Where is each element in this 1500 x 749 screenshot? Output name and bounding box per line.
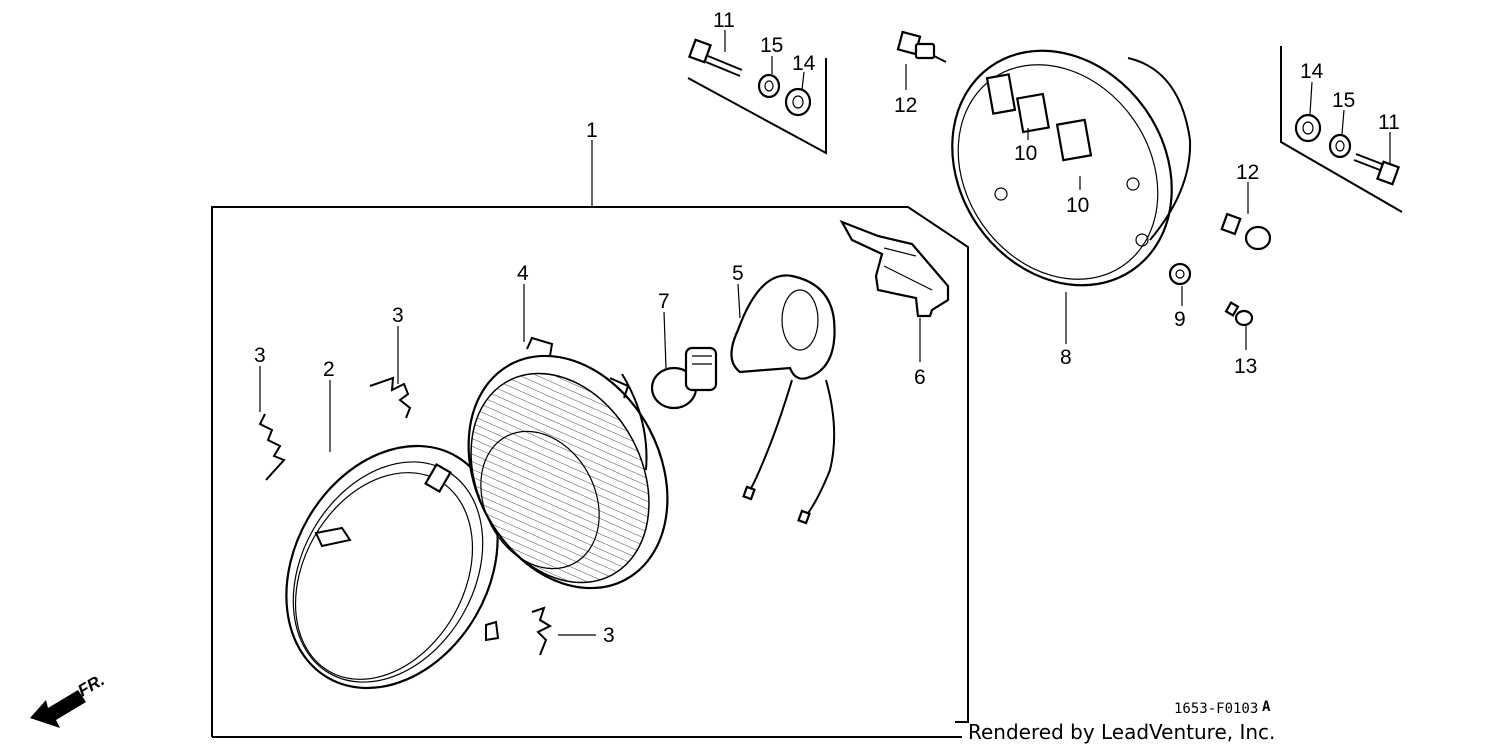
lock-washer-right bbox=[1328, 133, 1352, 159]
diagram-reference-code: 1653-F0103 bbox=[1174, 701, 1258, 717]
small-screw bbox=[1224, 301, 1254, 327]
hex-bolt-right bbox=[1353, 153, 1401, 186]
callout-part-8: 8 bbox=[1060, 346, 1072, 369]
callout-part-15-left: 15 bbox=[760, 34, 783, 57]
hardware-panel-right bbox=[1280, 46, 1403, 213]
callout-part-7: 7 bbox=[658, 290, 670, 313]
callout-part-11-right: 11 bbox=[1378, 111, 1400, 134]
plain-washer-left bbox=[784, 87, 812, 117]
callout-part-10-lower: 10 bbox=[1066, 194, 1089, 217]
callout-part-3-left: 3 bbox=[254, 344, 266, 367]
callout-part-2: 2 bbox=[323, 358, 335, 381]
diagram-reference-suffix: A bbox=[1262, 699, 1271, 715]
hex-bolt-left bbox=[687, 38, 743, 77]
hardware-panel-left bbox=[687, 58, 827, 155]
front-arrow-icon bbox=[30, 690, 86, 728]
front-direction-indicator: FR. bbox=[30, 670, 108, 728]
headlight-case bbox=[951, 49, 1192, 287]
callout-part-14-right: 14 bbox=[1300, 60, 1324, 83]
callout-part-3-top: 3 bbox=[392, 304, 404, 327]
callout-part-12-top: 12 bbox=[894, 94, 917, 117]
callout-part-12-side: 12 bbox=[1236, 161, 1259, 184]
flange-bolt-side bbox=[1220, 212, 1272, 251]
callout-part-15-right: 15 bbox=[1332, 89, 1355, 112]
headlight-rim bbox=[285, 444, 500, 690]
bulb-socket bbox=[730, 274, 836, 525]
rim-spring-bottom bbox=[531, 606, 553, 656]
leader-lines bbox=[259, 30, 1391, 636]
rim-spring-left bbox=[258, 413, 286, 481]
callout-part-3-bottom: 3 bbox=[603, 624, 615, 647]
plain-washer-right bbox=[1294, 113, 1322, 143]
render-credit: Rendered by LeadVenture, Inc. bbox=[968, 720, 1275, 744]
lock-washer-left bbox=[757, 73, 781, 99]
callout-part-13: 13 bbox=[1234, 355, 1257, 378]
callout-part-1: 1 bbox=[586, 119, 598, 142]
collar-nut bbox=[1168, 262, 1192, 286]
assembly-outline bbox=[211, 206, 969, 738]
callout-part-5: 5 bbox=[732, 262, 744, 285]
callout-part-11-left: 11 bbox=[713, 9, 735, 32]
callout-labels: 1 2 3 3 3 4 5 6 7 8 9 10 10 11 11 12 12 … bbox=[254, 9, 1400, 647]
callout-part-10-upper: 10 bbox=[1014, 142, 1037, 165]
headlight-lens-unit bbox=[467, 336, 669, 590]
rim-spring-top bbox=[369, 376, 412, 419]
callout-part-9: 9 bbox=[1174, 308, 1186, 331]
callout-part-4: 4 bbox=[517, 262, 529, 285]
socket-bracket bbox=[839, 219, 950, 318]
flange-bolt-top bbox=[896, 30, 947, 63]
callout-part-14-left: 14 bbox=[792, 52, 816, 75]
callout-part-6: 6 bbox=[914, 366, 926, 389]
headlight-bulb bbox=[650, 346, 718, 410]
